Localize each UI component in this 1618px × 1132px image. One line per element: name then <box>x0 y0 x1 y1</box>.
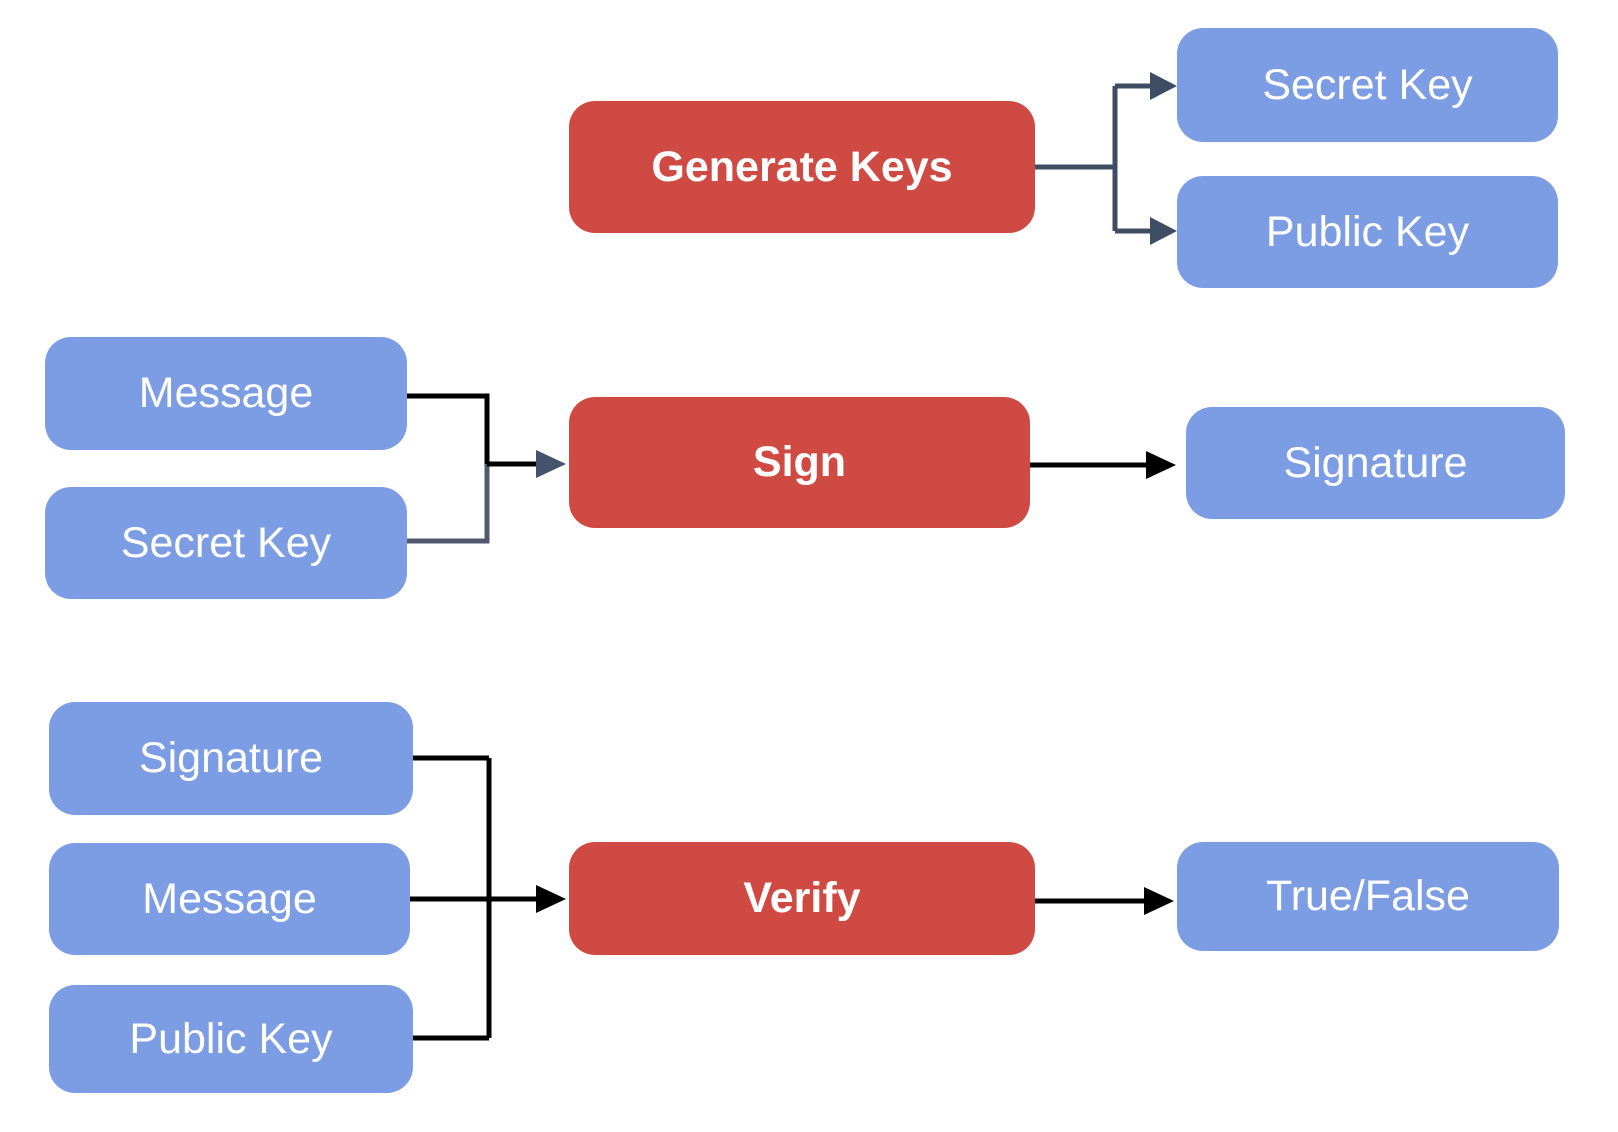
node-public-key-verify-input: Public Key <box>49 985 413 1093</box>
connector-generate-keys-branch <box>1035 83 1152 234</box>
connector-arrowhead-verify <box>536 885 566 913</box>
node-signature-output: Signature <box>1186 407 1565 519</box>
node-secret-key-sign-input: Secret Key <box>45 487 407 599</box>
node-verify: Verify <box>569 842 1035 955</box>
connector-arrowhead-public-key <box>1150 217 1177 245</box>
connector-arrowhead-secret-key <box>1150 72 1177 100</box>
node-message-verify-input: Message <box>49 843 410 955</box>
connector-arrowhead-sign <box>536 450 566 478</box>
node-generate-keys: Generate Keys <box>569 101 1035 233</box>
connector-inputs-to-verify <box>410 755 540 1041</box>
node-signature-verify-input: Signature <box>49 702 413 815</box>
connector-arrowhead-truefalse <box>1144 887 1174 915</box>
node-secret-key-output: Secret Key <box>1177 28 1558 142</box>
node-sign: Sign <box>569 397 1030 528</box>
connector-secret-key-to-sign <box>407 464 490 544</box>
connector-message-to-sign <box>407 393 540 467</box>
node-message-sign-input: Message <box>45 337 407 450</box>
connector-arrowhead-signature <box>1146 451 1176 479</box>
node-true-false: True/False <box>1177 842 1559 951</box>
node-public-key-output: Public Key <box>1177 176 1558 288</box>
